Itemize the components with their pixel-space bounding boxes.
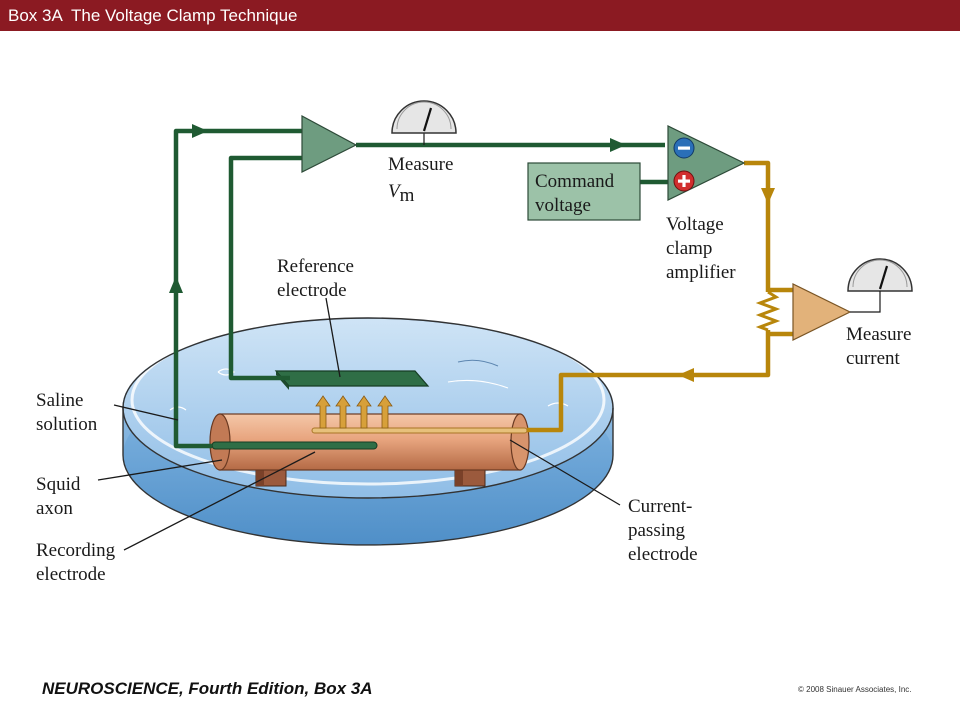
vm-meter-icon (391, 100, 457, 134)
voltage-clamp-amplifier-label: Voltage clamp amplifier (666, 214, 736, 283)
current-flow-arrows (315, 395, 393, 429)
current-meter-icon (847, 258, 913, 292)
current-amplifier (792, 283, 852, 341)
footer-book-title: NEUROSCIENCE, Fourth Edition, Box 3A (42, 679, 373, 698)
minus-input-icon (673, 137, 695, 159)
reference-electrode-label: Reference electrode (277, 256, 359, 301)
header-title: Box 3A The Voltage Clamp Technique (8, 6, 298, 25)
resistor (755, 290, 781, 332)
recording-electrode-label: Recording electrode (36, 540, 120, 585)
footer-copyright: © 2008 Sinauer Associates, Inc. (798, 685, 912, 694)
leader-lines (97, 297, 621, 551)
vm-amplifier (301, 114, 358, 173)
header-bar (0, 0, 960, 31)
current-passing-electrode (311, 427, 528, 434)
plus-input-icon (673, 170, 695, 192)
command-voltage-box (527, 162, 641, 221)
recording-electrode (211, 441, 378, 450)
saline-solution-label: Saline solution (36, 390, 98, 435)
vm-symbol-label: Vm (388, 181, 415, 206)
command-voltage-label: Command voltage (535, 171, 619, 216)
measure-vm-label: Measure (388, 154, 453, 175)
saline-surface (122, 317, 614, 499)
current-passing-electrode-label: Current- passing electrode (628, 496, 698, 565)
measure-current-label: Measure current (846, 324, 916, 369)
green-wire-arrows (169, 124, 626, 293)
squid-axon-label: Squid axon (36, 474, 85, 519)
orange-wires (527, 160, 793, 433)
orange-wire-arrows (678, 188, 775, 382)
